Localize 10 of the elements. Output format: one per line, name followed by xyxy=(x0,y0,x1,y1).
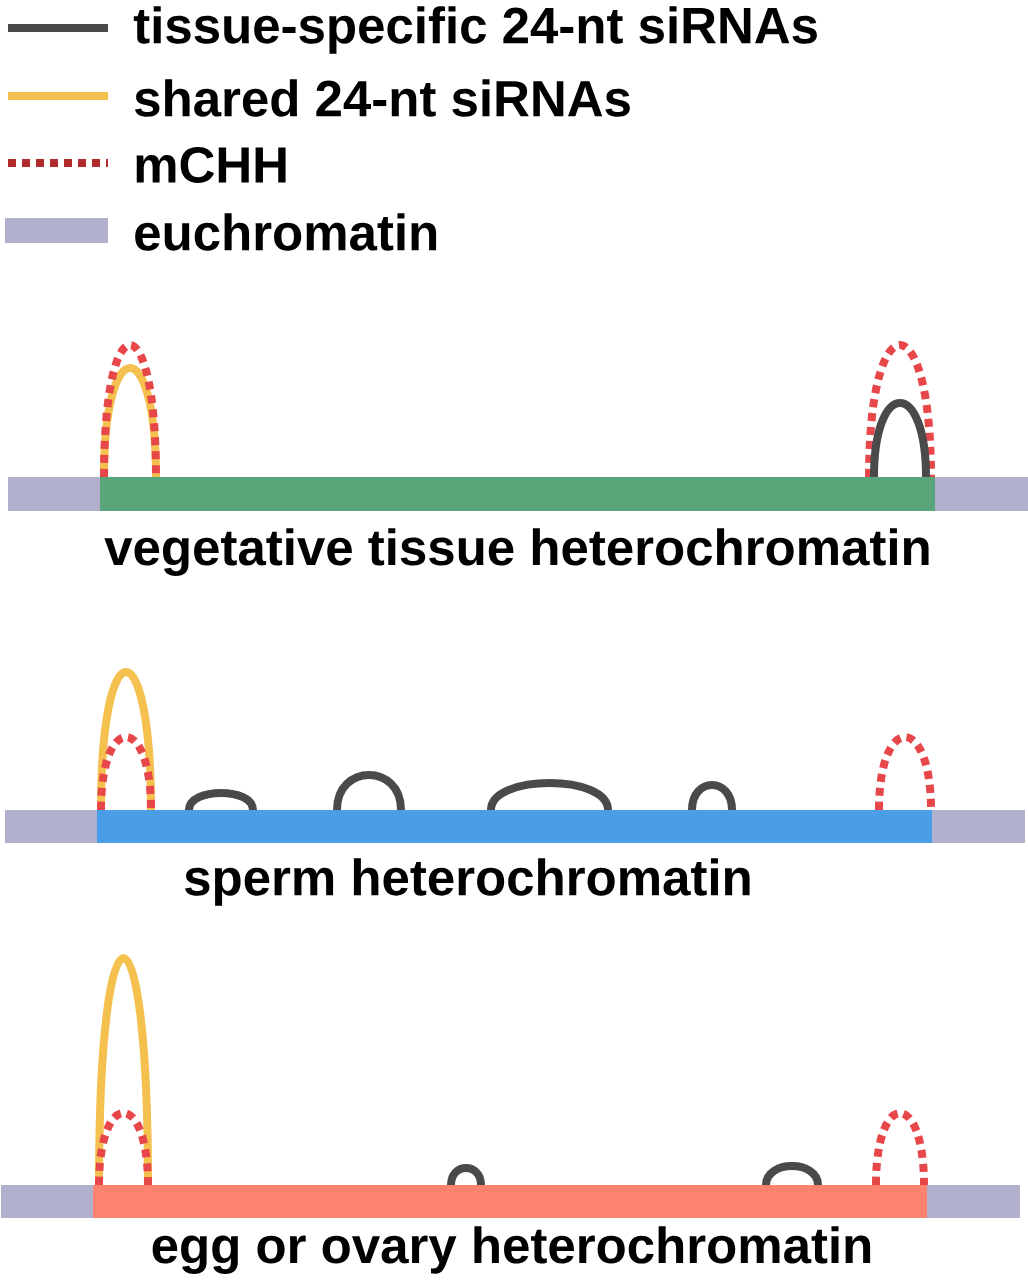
chromosome-bar: vegetative tissue heterochromatin xyxy=(8,477,1028,576)
legend-text: mCHH xyxy=(136,146,286,184)
legend-text: shared 24-nt siRNAs xyxy=(135,79,630,117)
node-label: vegetative tissue heterochromatin xyxy=(104,528,929,576)
chromosome-bar: egg or ovary heterochromatin xyxy=(1,1185,1020,1274)
node-label: sperm heterochromatin xyxy=(184,858,750,906)
node-label: egg or ovary heterochromatin xyxy=(152,1226,871,1274)
chromosome-bar: sperm heterochromatin xyxy=(5,810,1025,906)
legend-text: tissue-specific 24-nt siRNAs xyxy=(133,6,817,54)
legend-text: euchromatin xyxy=(135,213,437,251)
